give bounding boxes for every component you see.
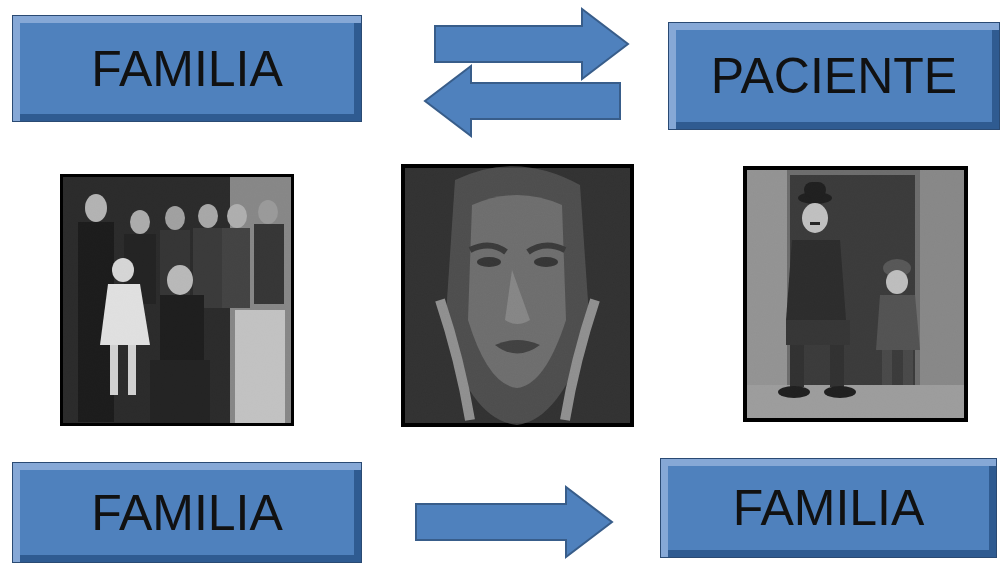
box-label: FAMILIA <box>91 44 283 94</box>
process-box: FAMILIA <box>12 462 362 563</box>
block-arrow <box>425 66 620 136</box>
face-portrait <box>401 164 634 427</box>
process-box: FAMILIA <box>660 458 997 558</box>
block-arrow <box>416 487 612 557</box>
doorway-photo <box>743 166 968 422</box>
box-label: PACIENTE <box>711 51 957 101</box>
box-label: FAMILIA <box>91 488 283 538</box>
family-photo <box>60 174 294 426</box>
box-label: FAMILIA <box>733 483 925 533</box>
process-box: FAMILIA <box>12 15 362 122</box>
block-arrow <box>435 9 628 79</box>
process-box: PACIENTE <box>668 22 1000 130</box>
